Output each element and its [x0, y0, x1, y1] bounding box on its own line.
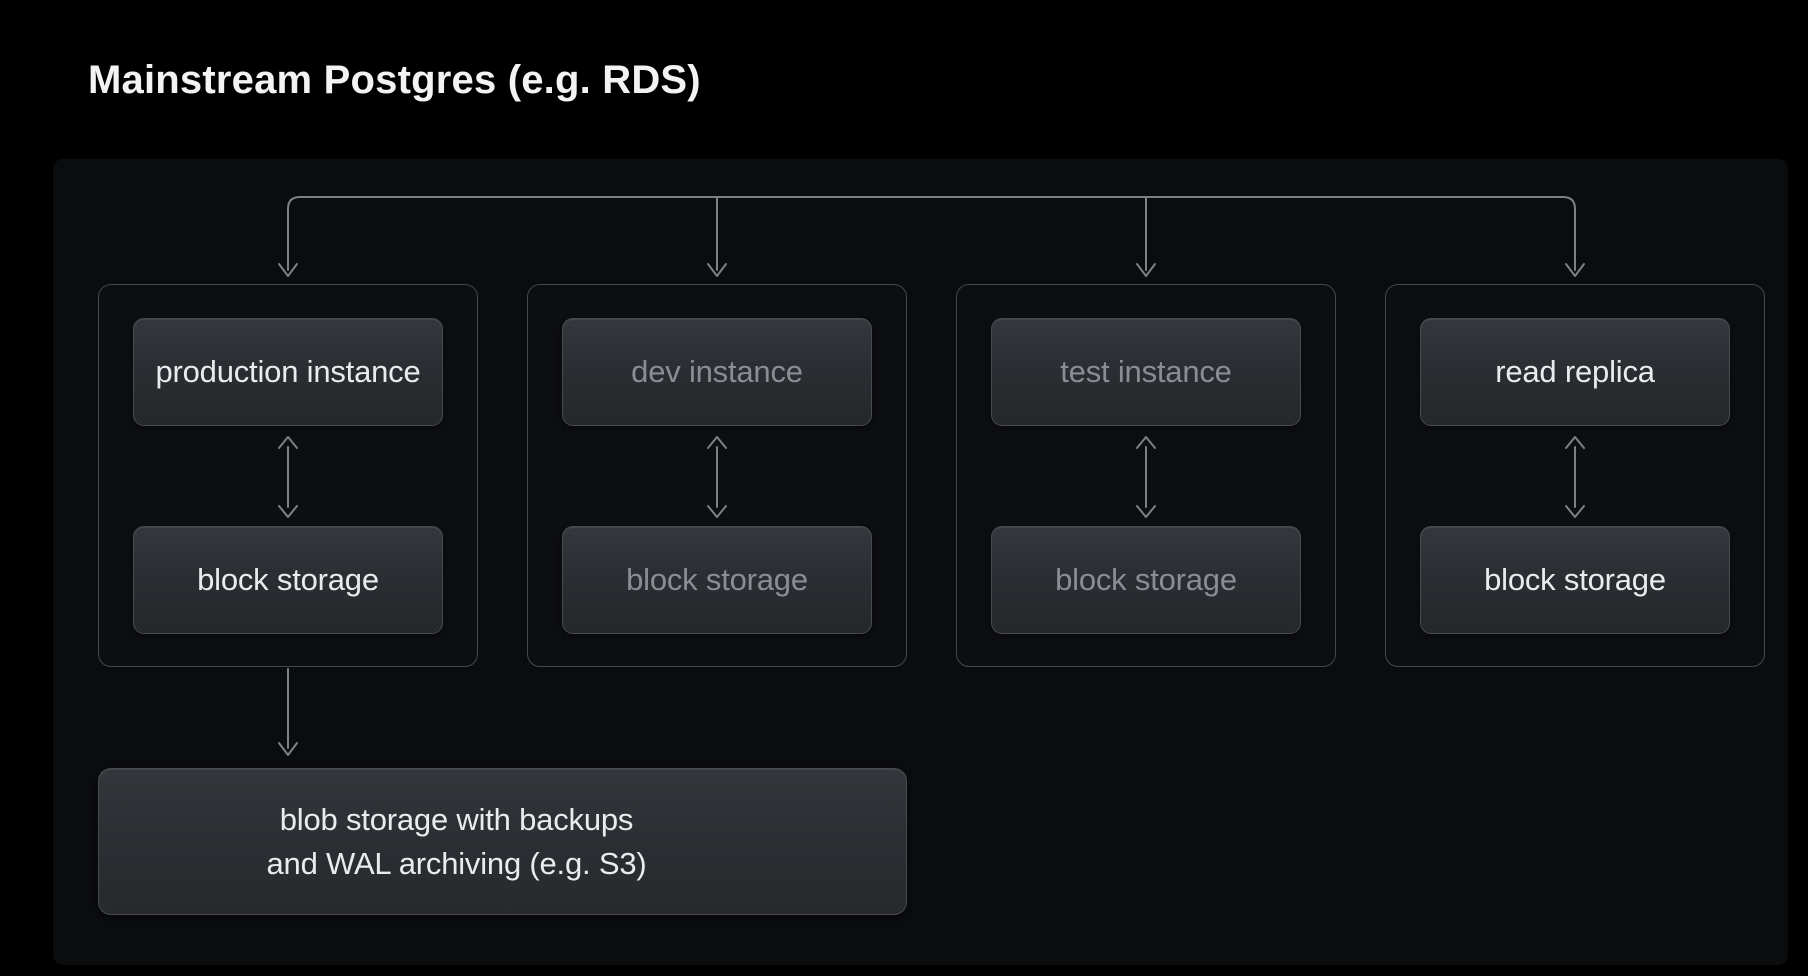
node-label: block storage	[197, 562, 379, 597]
node-label-line2: and WAL archiving (e.g. S3)	[266, 845, 647, 881]
group-box-production: production instance block storage	[98, 284, 478, 667]
node-test-instance: test instance	[991, 318, 1301, 426]
node-label: test instance	[1060, 354, 1232, 389]
node-production-block-storage: block storage	[133, 526, 443, 634]
group-box-test: test instance block storage	[956, 284, 1336, 667]
node-test-block-storage: block storage	[991, 526, 1301, 634]
node-dev-instance: dev instance	[562, 318, 872, 426]
node-label: read replica	[1495, 354, 1655, 389]
node-read-replica: read replica	[1420, 318, 1730, 426]
page-title: Mainstream Postgres (e.g. RDS)	[88, 58, 701, 102]
node-blob-storage: blob storage with backups and WAL archiv…	[98, 768, 907, 915]
node-label: block storage	[1484, 562, 1666, 597]
node-label: block storage	[1055, 562, 1237, 597]
group-box-dev: dev instance block storage	[527, 284, 907, 667]
node-production-instance: production instance	[133, 318, 443, 426]
node-dev-block-storage: block storage	[562, 526, 872, 634]
node-label: block storage	[626, 562, 808, 597]
node-label-line1: blob storage with backups	[279, 801, 634, 837]
node-label: production instance	[155, 354, 421, 389]
node-read-replica-block-storage: block storage	[1420, 526, 1730, 634]
node-label: dev instance	[631, 354, 803, 389]
group-box-read-replica: read replica block storage	[1385, 284, 1765, 667]
